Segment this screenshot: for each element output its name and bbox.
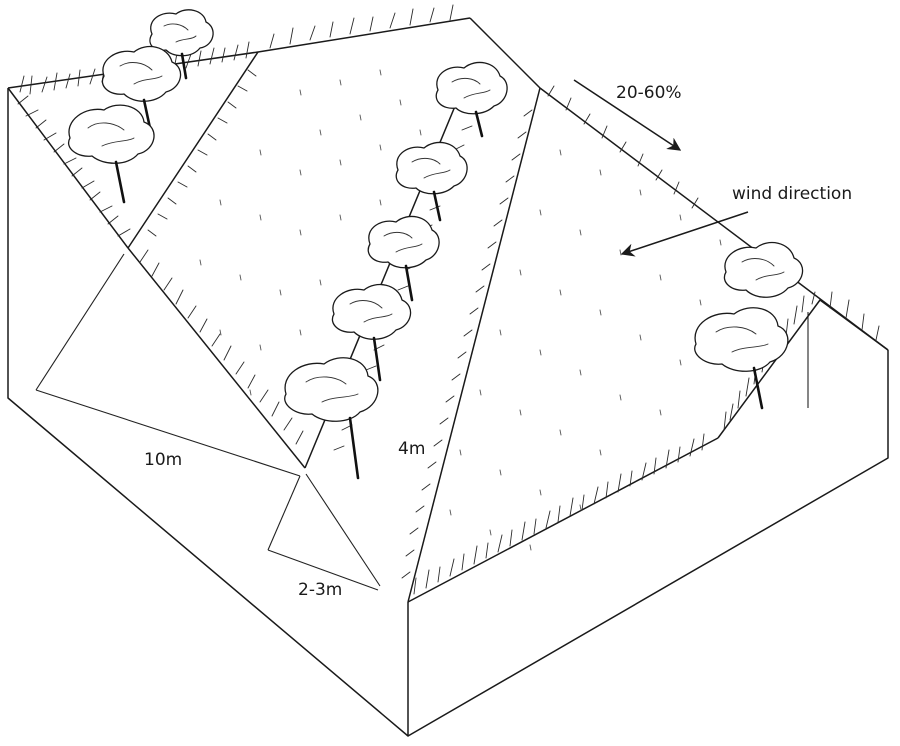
tree-icon: [694, 307, 789, 410]
grass-strips: [17, 4, 880, 595]
tree-row-right: [694, 241, 804, 410]
spacing-label: 10m: [144, 450, 182, 470]
tree-icon: [723, 241, 804, 298]
tree-icon: [101, 45, 182, 130]
slope-label: 20-60%: [616, 83, 682, 103]
tree-icon: [395, 141, 468, 222]
tree-icon: [284, 357, 379, 480]
tree-icon: [331, 283, 412, 382]
dimension-lines: [35, 253, 381, 591]
wind-direction-label: wind direction: [732, 184, 852, 204]
tree-row-top-left: [68, 9, 214, 204]
wind-arrow: [620, 211, 749, 257]
tree-icon: [435, 61, 508, 138]
arrows: [573, 79, 749, 257]
tree-row-middle: [284, 61, 508, 480]
strip-width-label: 2-3m: [298, 580, 342, 600]
tree-icon: [68, 104, 155, 204]
height-label: 4m: [398, 439, 425, 459]
slope-arrow: [573, 79, 682, 151]
tree-icon: [367, 215, 440, 302]
